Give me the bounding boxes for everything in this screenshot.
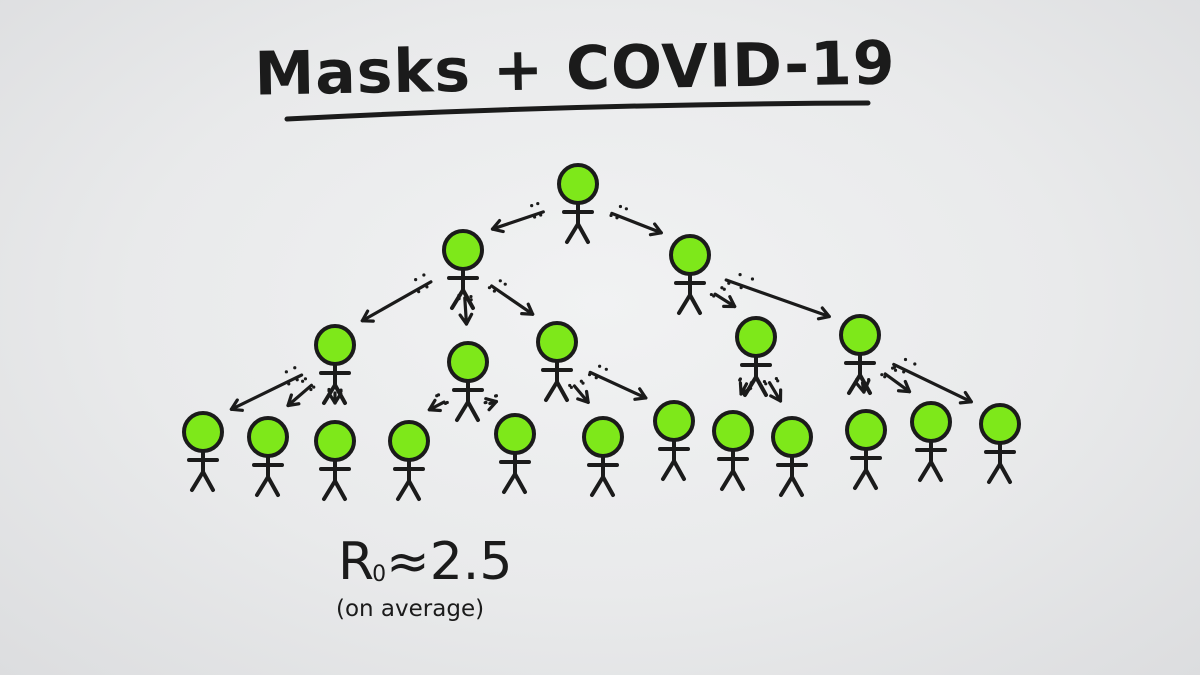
person-figure xyxy=(494,413,536,494)
person-figure xyxy=(388,420,430,501)
person-figure xyxy=(910,401,952,482)
transmission-arrow xyxy=(229,366,304,412)
r0-label: R0≈2.5 xyxy=(338,532,512,592)
person-figure xyxy=(314,324,356,405)
person-figure xyxy=(314,420,356,501)
transmission-arrow xyxy=(568,379,590,404)
person-figure xyxy=(771,416,813,497)
person-figure xyxy=(712,410,754,491)
transmission-arrow xyxy=(427,393,449,413)
r0-symbol: R xyxy=(338,532,375,592)
title-underline xyxy=(284,100,871,122)
person-figure xyxy=(839,314,881,395)
r0-note: (on average) xyxy=(336,596,485,622)
person-figure xyxy=(669,234,711,315)
transmission-arrow xyxy=(327,387,343,405)
person-figure xyxy=(979,403,1021,484)
person-figure xyxy=(447,341,489,422)
transmission-arrow xyxy=(892,357,973,405)
person-figure xyxy=(653,400,695,481)
person-figure xyxy=(442,229,484,310)
transmission-arrow xyxy=(360,273,433,323)
person-figure xyxy=(247,416,289,497)
person-figure xyxy=(845,409,887,490)
transmission-arrow xyxy=(762,377,783,403)
person-figure xyxy=(536,321,578,402)
transmission-arrow xyxy=(490,201,545,234)
person-figure xyxy=(557,163,599,244)
person-figure xyxy=(735,316,777,397)
transmission-arrow xyxy=(483,394,499,412)
transmission-arrow xyxy=(609,204,663,237)
person-figure xyxy=(182,411,224,492)
r0-approx-sign: ≈ xyxy=(386,532,430,592)
r0-value: 2.5 xyxy=(429,532,513,592)
transmission-arrow xyxy=(587,364,648,401)
transmission-arrow xyxy=(286,377,316,408)
r0-subscript: 0 xyxy=(372,562,387,587)
person-figure xyxy=(582,416,624,497)
transmission-arrow xyxy=(709,286,737,309)
transmission-arrow xyxy=(724,273,831,321)
transmission-arrow xyxy=(487,279,535,316)
